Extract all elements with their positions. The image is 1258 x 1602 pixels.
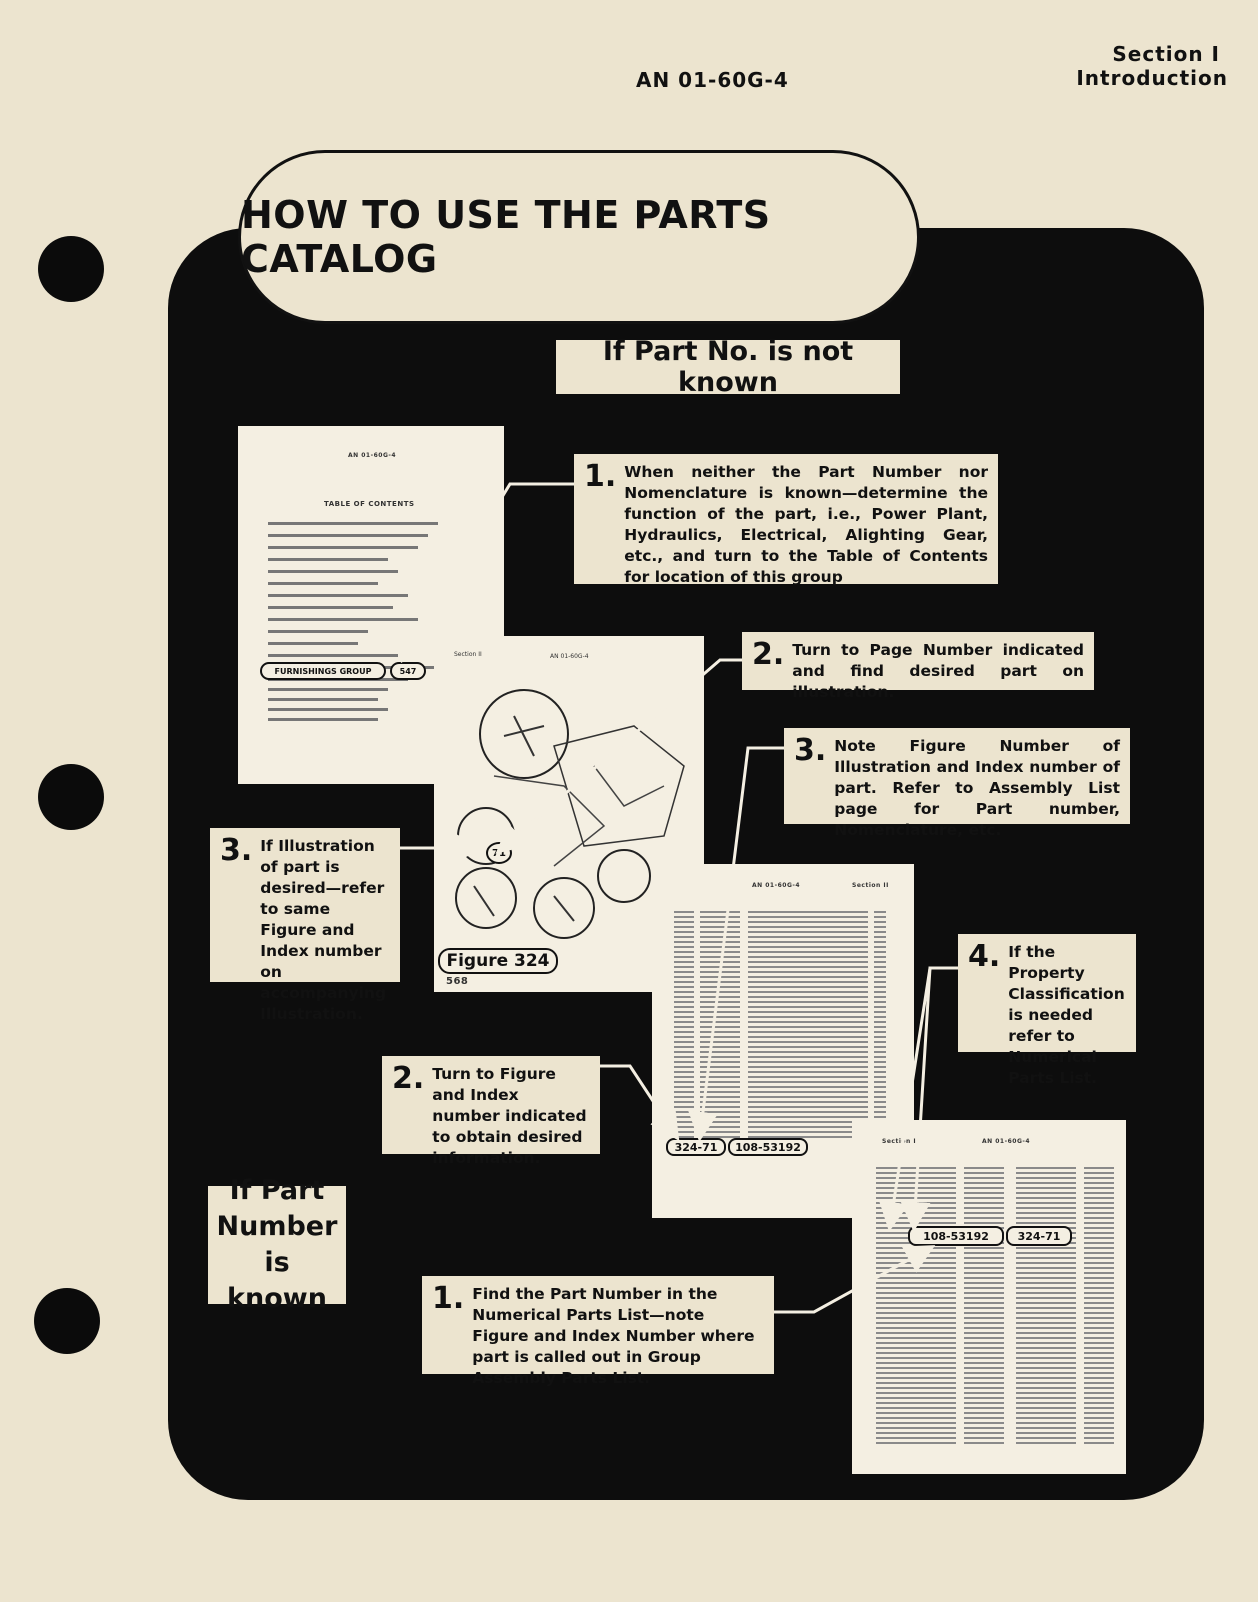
toc-group-callout: FURNISHINGS GROUP <box>260 662 386 680</box>
binder-hole-bottom <box>34 1288 100 1354</box>
connector-group <box>400 482 958 1314</box>
page-title: HOW TO USE THE PARTS CATALOG <box>241 193 771 281</box>
binder-hole-top <box>38 236 104 302</box>
list-figure-index-callout: 324-71 <box>666 1138 726 1156</box>
svg-text:AN 01-60G-4: AN 01-60G-4 <box>550 653 589 660</box>
step-property-classification: 4. If the Property Classification is nee… <box>958 934 1136 1087</box>
doc-number: AN 01-60G-4 <box>636 68 789 92</box>
svg-text:Section II: Section II <box>454 651 482 658</box>
title-banner: HOW TO USE THE PARTS CATALOG <box>238 150 920 324</box>
step-find-part-number: 1. Find the Part Number in the Numerical… <box>422 1276 774 1387</box>
section-label: Section I <box>1112 42 1220 66</box>
section-title: Introduction <box>1076 66 1228 90</box>
figure-label-callout: Figure 324 <box>438 948 558 974</box>
numerical-part-number-callout: 108-53192 <box>908 1226 1004 1246</box>
step-determine-function: 1. When neither the Part Number nor Nome… <box>574 454 998 586</box>
step-note-figure-number: 3. Note Figure Number of Illustration an… <box>784 728 1130 839</box>
toc-heading: TABLE OF CONTENTS <box>324 500 415 508</box>
heading-not-known: If Part No. is not known <box>556 336 900 398</box>
list-part-number-callout: 108-53192 <box>728 1138 808 1156</box>
step-turn-to-figure: 2. Turn to Figure and Index number indic… <box>382 1056 600 1167</box>
step-illustration-desired: 3. If Illustration of part is desired—re… <box>210 828 400 1023</box>
numerical-figure-index-callout: 324-71 <box>1006 1226 1072 1246</box>
binder-hole-middle <box>38 764 104 830</box>
step-turn-to-page: 2. Turn to Page Number indicated and fin… <box>742 632 1094 701</box>
figure-page-number: 568 <box>446 976 469 987</box>
